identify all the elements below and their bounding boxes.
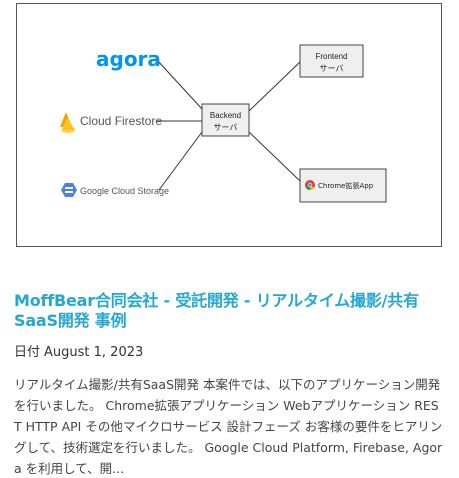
post-title-link[interactable]: MoffBear合同会社 - 受託開発 - リアルタイム撮影/共有SaaS開発 … bbox=[14, 291, 419, 330]
chrome-icon bbox=[305, 180, 315, 190]
firestore-label: Cloud Firestore bbox=[80, 114, 162, 128]
connector-backend-chrome bbox=[248, 131, 301, 182]
backend-label-line2: サーバ bbox=[214, 123, 238, 132]
post-excerpt: リアルタイム撮影/共有SaaS開発 本案件では、以下のアプリケーション開発を行い… bbox=[14, 377, 443, 476]
backend-box bbox=[201, 103, 250, 137]
cloud-storage-icon bbox=[61, 183, 77, 197]
connector-agora-backend bbox=[156, 59, 203, 110]
firestore-icon bbox=[60, 112, 75, 133]
post-thumbnail[interactable]: agora Cloud Firestore Google Cloud Stora… bbox=[16, 3, 442, 247]
post-title[interactable]: MoffBear合同会社 - 受託開発 - リアルタイム撮影/共有SaaS開発 … bbox=[14, 291, 444, 331]
date-label: 日付 bbox=[14, 345, 41, 360]
date-value: August 1, 2023 bbox=[44, 345, 144, 360]
frontend-label-line2: サーバ bbox=[320, 64, 344, 73]
agora-logo: agora bbox=[96, 47, 161, 71]
backend-label-line1: Backend bbox=[210, 111, 241, 120]
chrome-app-label: Chrome拡張App bbox=[318, 181, 374, 190]
storage-label: Google Cloud Storage bbox=[80, 186, 169, 196]
architecture-diagram: agora Cloud Firestore Google Cloud Stora… bbox=[60, 44, 387, 203]
connector-storage-backend bbox=[158, 131, 203, 191]
frontend-label-line1: Frontend bbox=[315, 52, 347, 61]
connector-backend-frontend bbox=[248, 61, 301, 112]
frontend-box bbox=[299, 44, 364, 78]
